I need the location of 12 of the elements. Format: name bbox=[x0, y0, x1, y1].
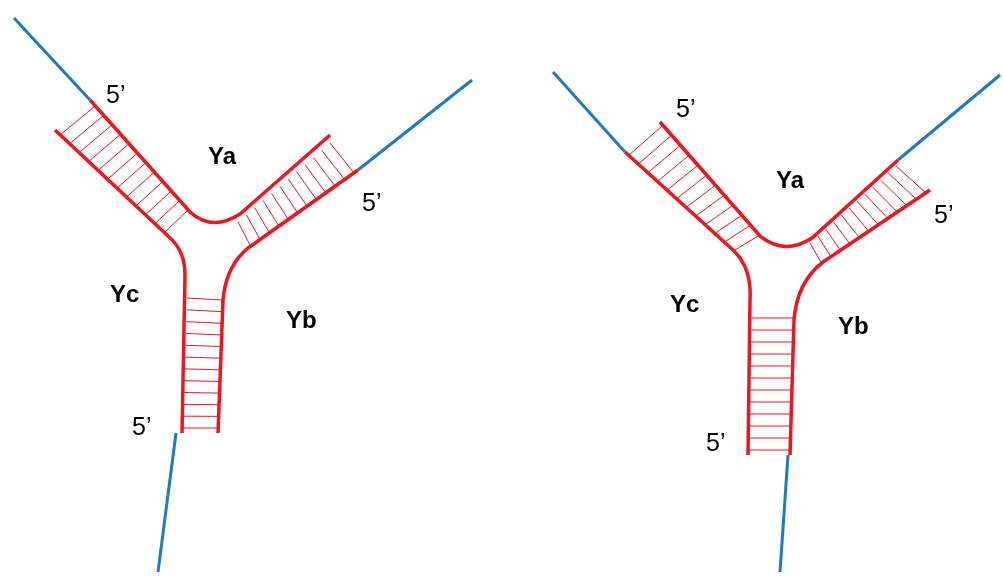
strand-end-label: 5’ bbox=[676, 94, 696, 122]
strand-end-label: 5’ bbox=[706, 428, 726, 456]
arm-label: Yc bbox=[110, 280, 140, 308]
arm-label: Yb bbox=[838, 312, 869, 340]
strand-end-label: 5’ bbox=[362, 188, 382, 216]
strand-end-label: 5’ bbox=[106, 80, 126, 108]
arm-label: Yc bbox=[670, 290, 700, 318]
strand-end-label: 5’ bbox=[132, 412, 152, 440]
arm-label: Yb bbox=[286, 306, 317, 334]
arm-label: Ya bbox=[208, 142, 237, 170]
arm-label: Ya bbox=[776, 166, 805, 194]
strand-end-label: 5’ bbox=[934, 200, 954, 228]
